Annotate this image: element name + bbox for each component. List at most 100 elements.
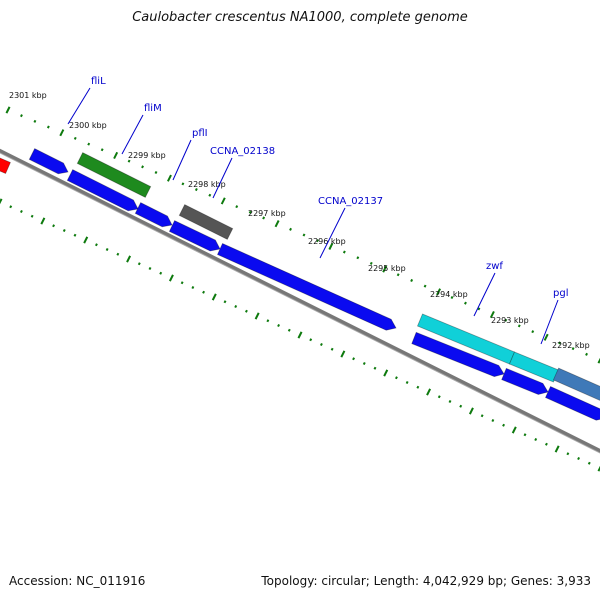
gene-label[interactable]: pgl <box>540 288 568 345</box>
gene-label[interactable]: fliL <box>67 76 106 125</box>
cds-feature <box>168 220 221 252</box>
tick-mark <box>531 330 535 334</box>
cds-feature <box>216 242 397 331</box>
tick-mark <box>73 233 77 237</box>
tick-mark <box>340 350 346 358</box>
gene-label[interactable]: fliM <box>121 103 162 155</box>
tick-mark <box>597 465 600 472</box>
cds-feature-red <box>0 157 11 175</box>
gene-label[interactable]: pflI <box>172 128 208 181</box>
tick-mark <box>502 423 506 427</box>
gene-name: fliM <box>144 103 162 114</box>
genome-summary: Topology: circular; Length: 4,042,929 bp… <box>261 574 591 588</box>
tick-mark <box>534 437 538 442</box>
gene-name: pflI <box>192 128 208 139</box>
tick-mark <box>369 261 373 265</box>
outer-tick-row <box>5 106 600 364</box>
genome-backbone <box>0 148 600 454</box>
cds-feature <box>134 202 173 228</box>
cds-feature <box>28 148 69 175</box>
tick-mark <box>316 239 319 243</box>
cds-feature-pfli <box>178 204 234 240</box>
tick-mark <box>450 295 454 300</box>
tick-mark <box>289 227 292 231</box>
tick-mark <box>396 273 400 277</box>
gene-label[interactable]: CCNA_02138 <box>210 146 275 199</box>
tick-mark <box>297 331 303 339</box>
tick-mark <box>73 136 77 140</box>
tick-mark <box>137 262 141 266</box>
tick-mark <box>459 404 463 408</box>
tick-mark <box>30 214 34 218</box>
tick-mark <box>262 216 266 220</box>
gene-name: fliL <box>91 76 106 87</box>
tick-mark <box>141 165 144 169</box>
tick-mark <box>234 304 238 309</box>
tick-mark <box>491 418 495 423</box>
tick-mark <box>330 347 334 351</box>
tick-mark <box>244 309 248 313</box>
cds-feature-flim <box>76 152 152 198</box>
leader-line <box>473 272 496 317</box>
tick-mark <box>20 114 23 118</box>
tick-mark <box>426 388 432 396</box>
tick-mark <box>319 342 323 347</box>
gene-features <box>0 148 600 421</box>
tick-mark <box>287 328 291 332</box>
tick-mark <box>544 442 548 446</box>
tick-mark <box>9 205 13 209</box>
tick-mark <box>309 338 313 342</box>
tick-mark <box>448 399 452 404</box>
scale-label: 2292 kbp <box>552 341 590 350</box>
tick-mark <box>489 310 495 319</box>
leader-line <box>67 87 91 125</box>
tick-mark <box>87 142 91 146</box>
scale-label: 2295 kbp <box>368 264 406 273</box>
tick-mark <box>410 278 414 282</box>
scale-label: 2299 kbp <box>128 151 166 160</box>
tick-mark <box>274 220 280 228</box>
tick-mark <box>571 347 575 351</box>
tick-mark <box>597 357 600 364</box>
tick-mark <box>154 170 158 175</box>
cds-feature <box>411 331 505 378</box>
scale-label: 2294 kbp <box>430 290 468 299</box>
tick-mark <box>166 174 172 182</box>
tick-mark <box>342 250 346 254</box>
tick-mark <box>437 395 441 399</box>
gene-name: zwf <box>486 261 503 272</box>
tick-mark <box>577 456 581 461</box>
cds-feature-pgl <box>552 367 600 401</box>
scale-label: 2293 kbp <box>491 316 529 325</box>
tick-mark <box>464 301 467 305</box>
tick-mark <box>394 376 398 380</box>
tick-marks <box>0 106 600 472</box>
scale-label: 2297 kbp <box>248 209 286 218</box>
tick-mark <box>511 426 517 434</box>
tick-mark <box>159 271 163 275</box>
gene-label[interactable]: CCNA_02137 <box>318 196 383 259</box>
scale-label: 2300 kbp <box>69 121 107 130</box>
tick-mark <box>248 210 252 214</box>
tick-mark <box>208 193 212 197</box>
tick-mark <box>352 357 356 361</box>
tick-mark <box>543 333 549 341</box>
tick-mark <box>566 452 570 456</box>
gene-label[interactable]: zwf <box>473 261 503 317</box>
cds-feature <box>544 385 600 421</box>
tick-mark <box>168 274 174 282</box>
tick-mark <box>554 445 560 453</box>
gene-name: CCNA_02138 <box>210 146 275 157</box>
tick-mark <box>277 323 281 328</box>
cds-feature <box>66 169 139 212</box>
tick-mark <box>436 288 442 296</box>
tick-mark <box>480 414 484 418</box>
tick-mark <box>405 380 409 385</box>
tick-mark <box>266 319 270 323</box>
tick-mark <box>202 290 206 294</box>
tick-mark <box>223 300 227 304</box>
scale-label: 2301 kbp <box>9 91 47 100</box>
